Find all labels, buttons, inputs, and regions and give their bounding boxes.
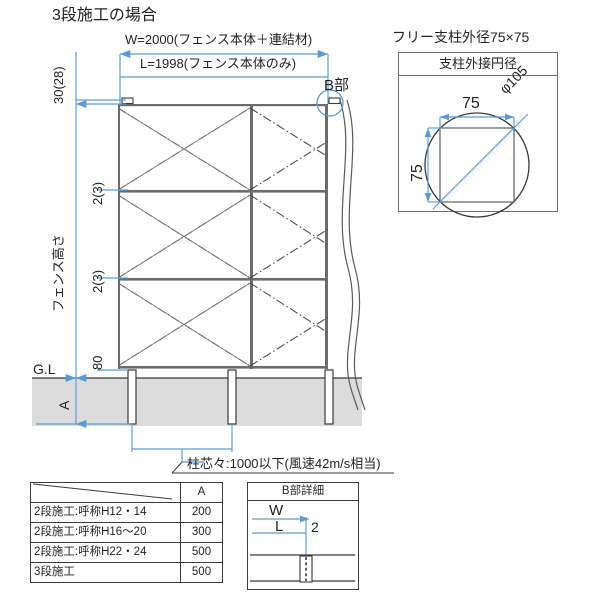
post-detail-box-header: 支柱外接円径 (399, 53, 557, 76)
dimension-lines (36, 49, 329, 462)
b-detail-title: B部詳細 (248, 483, 358, 501)
cap-bracket-left (121, 97, 134, 105)
post-detail-title: フリー支柱外径75×75 (392, 29, 530, 45)
table-cell-a: 300 (180, 522, 223, 543)
table-cell-a: 500 (180, 542, 223, 563)
dim-top-offset-label: 30(28) (51, 66, 66, 104)
post-spacing-note: 柱芯々:1000以下(風速42m/s相当) (187, 456, 381, 471)
burial-depth-label: A (56, 400, 72, 410)
table-cell-a: 500 (180, 562, 223, 583)
table-header-row: A (30, 482, 223, 503)
table-row: 2段施工:呼称H22・24 500 (30, 542, 223, 563)
ground-fill (32, 378, 362, 426)
table-row: 2段施工:呼称H16〜20 300 (30, 522, 223, 543)
page-title: 3段施工の場合 (52, 7, 157, 24)
fence-height-label: フェンス高さ (51, 234, 66, 312)
post-detail-box: 支柱外接円径 (398, 52, 558, 212)
table-cell-label: 2段施工:呼称H16〜20 (30, 522, 181, 543)
table-row: 3段施工 500 (30, 562, 223, 583)
dim-75-horizontal-label: 75 (462, 95, 480, 112)
diagonal-split-line (32, 483, 173, 500)
break-line (339, 99, 366, 411)
table-header-blank (30, 482, 181, 503)
cap-bracket-right (328, 97, 341, 105)
dim-75-vertical-label: 75 (409, 164, 426, 182)
b-detail-box: B部詳細 (247, 482, 359, 590)
b-detail-callout-circle (316, 89, 344, 117)
dim-bottom-clearance-label: 80 (90, 355, 105, 370)
table-row: 2段施工:呼称H12・14 200 (30, 502, 223, 523)
table-cell-label: 3段施工 (30, 562, 181, 583)
table-cell-label: 2段施工:呼称H22・24 (30, 542, 181, 563)
dim-pitch-1-label: 2(3) (90, 181, 105, 205)
buried-posts (127, 369, 334, 425)
b-detail-w-label: W (269, 502, 284, 519)
dim-l-label: L=1998(フェンス本体のみ) (140, 56, 297, 71)
b-detail-callout-label: B部 (324, 77, 350, 94)
dim-w-label: W=2000(フェンス本体＋連結材) (125, 32, 313, 47)
b-detail-l-label: L (275, 518, 284, 535)
b-detail-gap-label: 2 (311, 519, 319, 535)
table-cell-label: 2段施工:呼称H12・14 (30, 502, 181, 523)
fence-panel (118, 104, 328, 369)
table-cell-a: 200 (180, 502, 223, 523)
table-header-a: A (180, 482, 223, 503)
ground-line-label: G.L (33, 361, 56, 377)
leader-slash (171, 461, 183, 474)
dim-pitch-2-label: 2(3) (90, 269, 105, 293)
spec-table: A 2段施工:呼称H12・14 200 2段施工:呼称H16〜20 300 2段… (30, 482, 223, 583)
